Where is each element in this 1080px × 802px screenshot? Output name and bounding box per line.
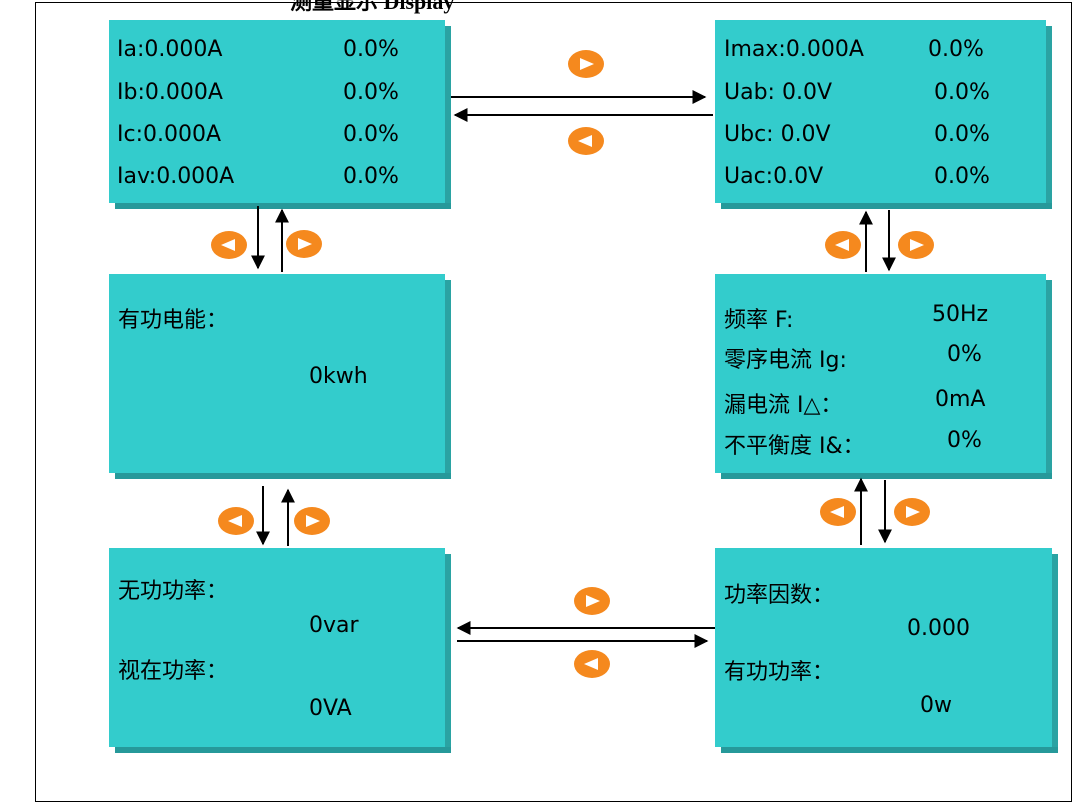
iav-label: Iav:0.000A: [117, 164, 235, 189]
panel-bottom-shade: [721, 747, 1058, 753]
uac-label: Uac:0.0V: [724, 164, 824, 189]
frequency-value: 50Hz: [932, 302, 989, 327]
power-factor-label: 功率因数：: [724, 583, 835, 608]
ubc-label: Ubc: 0.0V: [724, 122, 831, 147]
left-triangle-button-icon[interactable]: [218, 507, 254, 535]
panel-side-shade: [1046, 280, 1052, 479]
right-triangle-button-icon[interactable]: [568, 50, 604, 78]
left-triangle-button-icon[interactable]: [825, 231, 861, 259]
uac-value: 0.0%: [934, 164, 990, 189]
ubc-value: 0.0%: [934, 122, 990, 147]
zero-seq-current-value: 0%: [947, 342, 982, 367]
zero-seq-current-label: 零序电流 Ig:: [724, 348, 847, 373]
panel-reactive-apparent: 无功功率： 0var 视在功率： 0VA: [109, 548, 451, 753]
panel-power-factor: 功率因数： 0.000 有功功率： 0w: [715, 548, 1058, 753]
ic-value: 0.0%: [343, 122, 399, 147]
left-triangle-button-icon[interactable]: [574, 650, 610, 678]
panel-bottom-shade: [115, 747, 451, 753]
left-triangle-button-icon[interactable]: [820, 498, 856, 526]
panel-side-shade: [445, 554, 451, 753]
ib-label: Ib:0.000A: [117, 80, 223, 105]
right-triangle-button-icon[interactable]: [574, 587, 610, 615]
panel-bottom-shade: [115, 473, 451, 479]
panel-side-shade: [1052, 554, 1058, 753]
ia-label: Ia:0.000A: [117, 37, 223, 62]
apparent-power-label: 视在功率：: [118, 659, 229, 684]
panel-bottom-shade: [721, 473, 1052, 479]
right-triangle-button-icon[interactable]: [294, 507, 330, 535]
imax-value: 0.0%: [928, 37, 984, 62]
panel-side-shade: [445, 280, 451, 479]
panel-current: Ia:0.000A 0.0% Ib:0.000A 0.0% Ic:0.000A …: [109, 20, 451, 209]
panel-frequency: 频率 F: 50Hz 零序电流 Ig: 0% 漏电流 I△： 0mA 不平衡度 …: [715, 274, 1052, 479]
unbalance-value: 0%: [947, 428, 982, 453]
right-triangle-button-icon[interactable]: [894, 498, 930, 526]
uab-value: 0.0%: [934, 80, 990, 105]
reactive-power-value: 0var: [309, 613, 359, 638]
uab-label: Uab: 0.0V: [724, 80, 832, 105]
panel-side-shade: [445, 26, 451, 209]
power-factor-value: 0.000: [907, 616, 970, 641]
panel-active-energy: 有功电能： 0kwh: [109, 274, 451, 479]
active-power-label: 有功功率：: [724, 660, 835, 685]
apparent-power-value: 0VA: [309, 696, 352, 721]
left-triangle-button-icon[interactable]: [211, 231, 247, 259]
ia-value: 0.0%: [343, 37, 399, 62]
diagram-caption: 测量显示 Display: [290, 0, 455, 14]
active-energy-value: 0kwh: [309, 364, 368, 389]
panel-side-shade: [1046, 26, 1052, 209]
panel-bottom-shade: [115, 203, 451, 209]
right-triangle-button-icon[interactable]: [898, 231, 934, 259]
imax-label: Imax:0.000A: [724, 37, 864, 62]
ic-label: Ic:0.000A: [117, 122, 222, 147]
reactive-power-label: 无功功率：: [118, 579, 229, 604]
leakage-current-value: 0mA: [935, 387, 986, 412]
panel-bottom-shade: [721, 203, 1052, 209]
ib-value: 0.0%: [343, 80, 399, 105]
panel-voltage: Imax:0.000A 0.0% Uab: 0.0V 0.0% Ubc: 0.0…: [715, 20, 1052, 209]
unbalance-label: 不平衡度 I&：: [724, 434, 865, 459]
leakage-current-label: 漏电流 I△：: [724, 393, 843, 418]
right-triangle-button-icon[interactable]: [286, 230, 322, 258]
left-triangle-button-icon[interactable]: [568, 127, 604, 155]
active-power-value: 0w: [920, 693, 952, 718]
frequency-label: 频率 F:: [724, 308, 794, 333]
iav-value: 0.0%: [343, 164, 399, 189]
active-energy-label: 有功电能：: [118, 308, 229, 333]
